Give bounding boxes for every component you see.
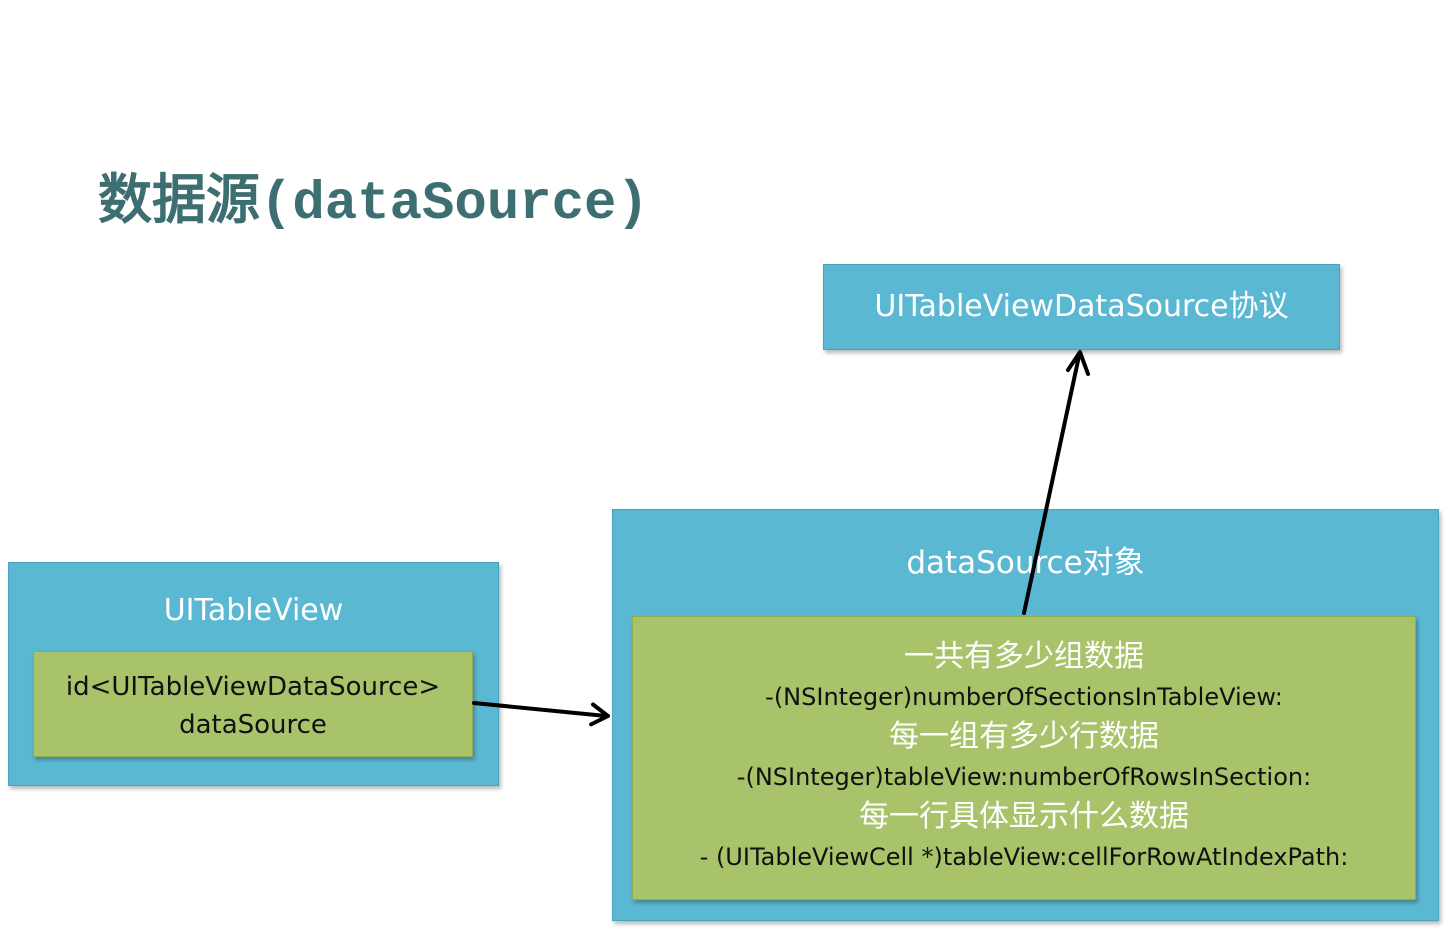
tableview-label: UITableView bbox=[163, 593, 344, 628]
tableview-box: UITableView id<UITableViewDataSource> da… bbox=[8, 562, 499, 786]
protocol-box: UITableViewDataSource协议 bbox=[823, 264, 1340, 350]
tableview-property-box: id<UITableViewDataSource> dataSource bbox=[33, 651, 473, 757]
datasource-label: dataSource对象 bbox=[906, 545, 1145, 581]
rows-description: 每一组有多少行数据 bbox=[889, 719, 1159, 754]
cell-method: - (UITableViewCell *)tableView:cellForRo… bbox=[699, 843, 1349, 871]
title-chinese: 数据源 bbox=[98, 168, 260, 231]
rows-method: -(NSInteger)tableView:numberOfRowsInSect… bbox=[736, 763, 1312, 791]
property-name: dataSource bbox=[179, 710, 327, 740]
property-type: id<UITableViewDataSource> bbox=[65, 672, 441, 702]
sections-description: 一共有多少组数据 bbox=[904, 639, 1144, 674]
protocol-label: UITableViewDataSource协议 bbox=[874, 289, 1289, 324]
page-title: 数据源(dataSource) bbox=[98, 160, 649, 240]
datasource-box: dataSource对象 一共有多少组数据 -(NSInteger)number… bbox=[612, 509, 1439, 921]
cell-description: 每一行具体显示什么数据 bbox=[859, 799, 1189, 834]
sections-method: -(NSInteger)numberOfSectionsInTableView: bbox=[765, 683, 1283, 711]
datasource-methods-box: 一共有多少组数据 -(NSInteger)numberOfSectionsInT… bbox=[632, 616, 1416, 900]
title-code: (dataSource) bbox=[260, 174, 649, 235]
